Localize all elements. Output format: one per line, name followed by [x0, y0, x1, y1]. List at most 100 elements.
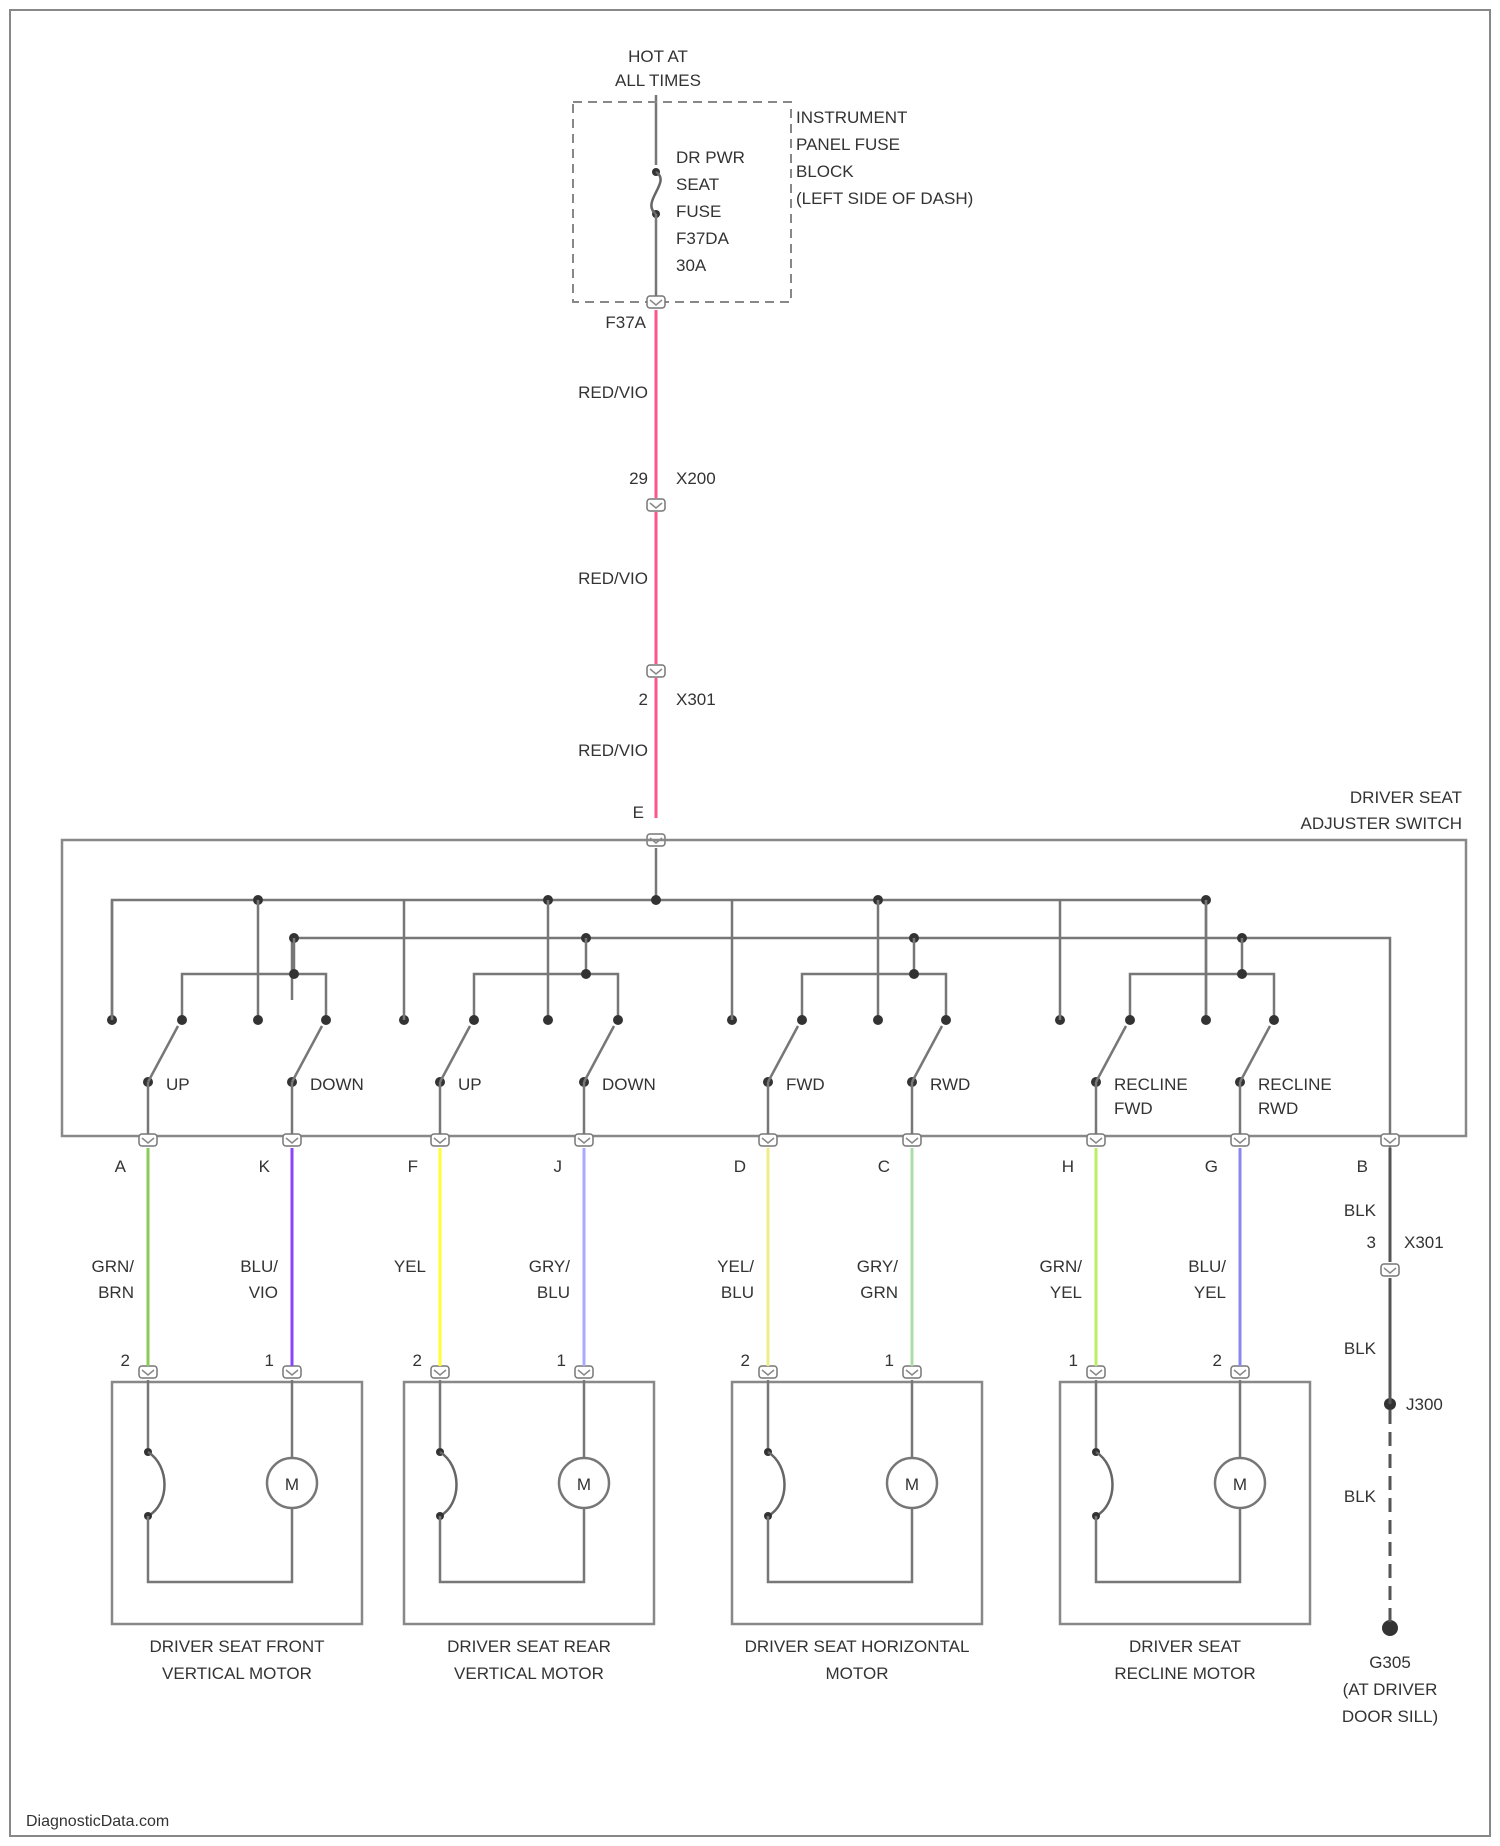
contact-2-motor-connector [283, 1366, 301, 1378]
power-bus-junction [651, 895, 661, 905]
motor-1-label: VERTICAL MOTOR [162, 1664, 312, 1683]
x200-pin-label: 29 [629, 469, 648, 488]
ground-pin-label: B [1357, 1157, 1368, 1176]
motor-4-circuit-breaker [1096, 1452, 1113, 1516]
hot-at-all-times-label: HOT AT [628, 47, 688, 66]
red-vio-label: RED/VIO [578, 569, 648, 588]
power-bus [112, 900, 1206, 1020]
motor-2-motor-letter: M [577, 1475, 591, 1494]
switch-group-2-switch-blade-1 [584, 1026, 614, 1082]
contact-5-label: FWD [786, 1075, 825, 1094]
motor-4-label: RECLINE MOTOR [1114, 1664, 1255, 1683]
fuse-block-label: BLOCK [796, 162, 854, 181]
switch-group-3-switch-blade-1 [912, 1026, 942, 1082]
switch-group-4-center-contact [1201, 1015, 1211, 1025]
motor-3-label: DRIVER SEAT HORIZONTAL [745, 1637, 970, 1656]
switch-group-1-return-link [182, 974, 326, 1020]
contact-8-label: RWD [1258, 1099, 1298, 1118]
contact-2-pin-connector [283, 1134, 301, 1146]
contact-1-label: UP [166, 1075, 190, 1094]
switch-group-1-upper-contact-0 [177, 1015, 187, 1025]
g305-ground-point [1382, 1620, 1398, 1636]
switch-group-1-upper-contact-1 [321, 1015, 331, 1025]
contact-3-motor-pin-label: 2 [413, 1351, 422, 1370]
contact-7-motor-connector [1087, 1366, 1105, 1378]
motor-2-label: VERTICAL MOTOR [454, 1664, 604, 1683]
motor-1-motor-letter: M [285, 1475, 299, 1494]
fuse-block-label: (LEFT SIDE OF DASH) [796, 189, 973, 208]
motor-2-outline [404, 1382, 654, 1624]
contact-6-motor-connector [903, 1366, 921, 1378]
contact-2-pin-label: K [259, 1157, 271, 1176]
fuse-terminal-label: F37A [605, 313, 646, 332]
switch-group-3-center-contact [873, 1015, 883, 1025]
contact-3-wire-label: YEL [394, 1257, 426, 1276]
ground-x301-name-label: X301 [1404, 1233, 1444, 1252]
x200-connector [647, 499, 665, 511]
switch-group-4-return-node [1237, 969, 1247, 979]
contact-7-pin-connector [1087, 1134, 1105, 1146]
switch-group-3-return-node [909, 969, 919, 979]
fuse-label: SEAT [676, 175, 719, 194]
switch-group-4-return-link [1130, 974, 1274, 1020]
motor-1-label: DRIVER SEAT FRONT [149, 1637, 324, 1656]
switch-group-1-center-contact [253, 1015, 263, 1025]
contact-1-pin-connector [139, 1134, 157, 1146]
contact-1-wire-label: BRN [98, 1283, 134, 1302]
switch-group-2-center-contact [543, 1015, 553, 1025]
contact-3-motor-connector [431, 1366, 449, 1378]
contact-5-wire-label: BLU [721, 1283, 754, 1302]
contact-8-wire-label: BLU/ [1188, 1257, 1226, 1276]
red-vio-label: RED/VIO [578, 383, 648, 402]
contact-6-pin-connector [903, 1134, 921, 1146]
contact-8-wire-label: YEL [1194, 1283, 1226, 1302]
g305-label: DOOR SILL) [1342, 1707, 1438, 1726]
hot-at-all-times-label: ALL TIMES [615, 71, 701, 90]
motor-4-label: DRIVER SEAT [1129, 1637, 1241, 1656]
ground-wire-label: BLK [1344, 1201, 1377, 1220]
contact-2-wire-label: BLU/ [240, 1257, 278, 1276]
adjuster-switch-label: ADJUSTER SWITCH [1301, 814, 1463, 833]
contact-6-wire-label: GRY/ [857, 1257, 899, 1276]
contact-4-wire-label: BLU [537, 1283, 570, 1302]
contact-5-wire-label: YEL/ [717, 1257, 754, 1276]
switch-group-2-return-node [581, 969, 591, 979]
fuse-block-label: INSTRUMENT [796, 108, 907, 127]
contact-3-pin-connector [431, 1134, 449, 1146]
motor-3-outline [732, 1382, 982, 1624]
x301-name-label: X301 [676, 690, 716, 709]
motor-3-internal-loop [768, 1508, 912, 1582]
motor-4-outline [1060, 1382, 1310, 1624]
motor-1-circuit-breaker [148, 1452, 165, 1516]
g305-label: G305 [1369, 1653, 1411, 1672]
contact-8-motor-pin-label: 2 [1213, 1351, 1222, 1370]
switch-group-1-switch-blade-0 [148, 1026, 178, 1082]
switch-group-2-switch-blade-0 [440, 1026, 470, 1082]
switch-group-3-upper-contact-1 [941, 1015, 951, 1025]
contact-1-pin-label: A [115, 1157, 127, 1176]
contact-5-pin-label: D [734, 1157, 746, 1176]
red-vio-label: RED/VIO [578, 741, 648, 760]
contact-8-label: RECLINE [1258, 1075, 1332, 1094]
contact-8-motor-connector [1231, 1366, 1249, 1378]
contact-6-label: RWD [930, 1075, 970, 1094]
contact-6-motor-pin-label: 1 [885, 1351, 894, 1370]
fuse-label: FUSE [676, 202, 721, 221]
contact-7-pin-label: H [1062, 1157, 1074, 1176]
adjuster-switch-label: DRIVER SEAT [1350, 788, 1462, 807]
contact-4-pin-label: J [554, 1157, 563, 1176]
switch-group-4-switch-blade-1 [1240, 1026, 1270, 1082]
fuse-label: 30A [676, 256, 707, 275]
contact-1-wire-label: GRN/ [92, 1257, 135, 1276]
motor-4-internal-loop [1096, 1508, 1240, 1582]
fuse-element [651, 172, 660, 214]
contact-2-wire-label: VIO [249, 1283, 278, 1302]
contact-4-label: DOWN [602, 1075, 656, 1094]
watermark: DiagnosticData.com [26, 1813, 169, 1830]
contact-2-motor-pin-label: 1 [265, 1351, 274, 1370]
contact-2-label: DOWN [310, 1075, 364, 1094]
contact-4-motor-pin-label: 1 [557, 1351, 566, 1370]
motor-2-circuit-breaker [440, 1452, 457, 1516]
switch-group-2-return-link [474, 974, 618, 1020]
